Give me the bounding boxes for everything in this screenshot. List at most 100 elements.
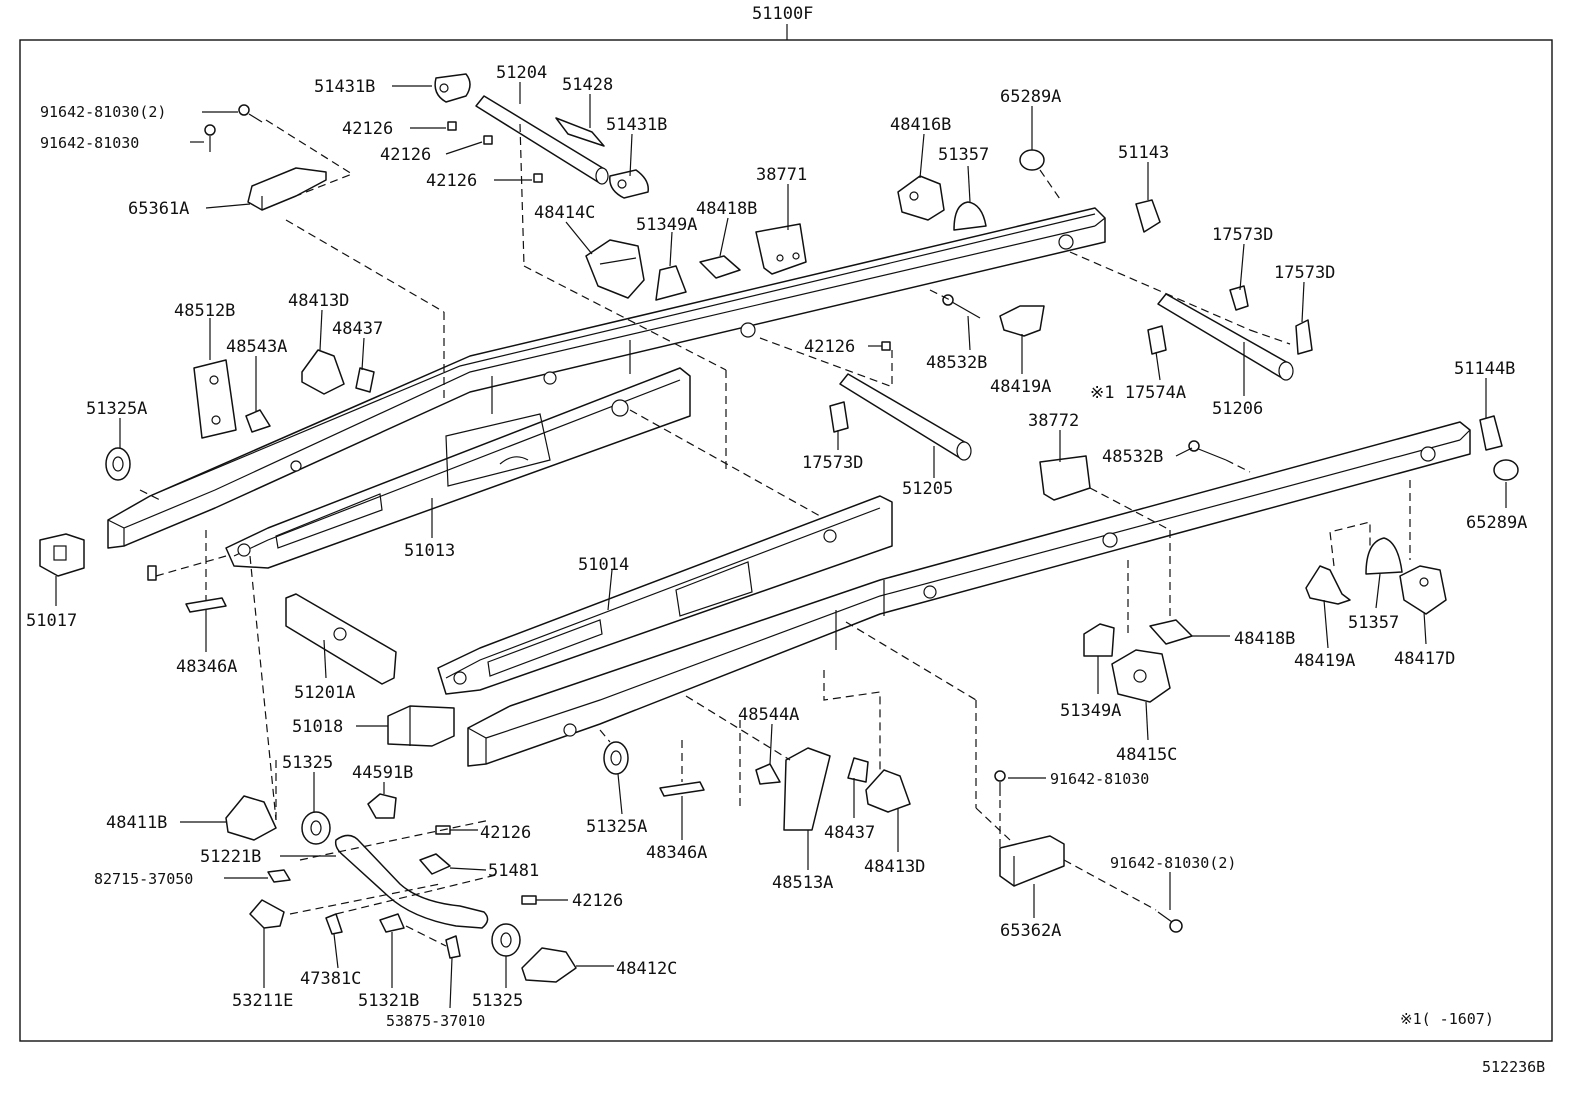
label-53875-37010: 53875-37010 (386, 1012, 485, 1030)
frame-rail-left (107, 207, 1106, 549)
label-51428: 51428 (562, 75, 613, 95)
bolt-91642-81030-a (204, 104, 263, 152)
label-91642-81030-a: 91642-81030 (40, 134, 139, 152)
label-91642-81030-b: 91642-81030 (1050, 770, 1149, 788)
label-48532B-2: 48532B (1102, 447, 1163, 467)
label-51205: 51205 (902, 479, 953, 499)
mount-48416B (897, 175, 945, 221)
label-65362A: 65362A (1000, 921, 1061, 941)
label-38771: 38771 (756, 165, 807, 185)
label-48411B: 48411B (106, 813, 167, 833)
clip-48437-top (355, 367, 375, 393)
diagram-frame (19, 39, 1553, 1042)
clip-82715-37050 (267, 869, 291, 883)
mount-48414C (585, 239, 645, 299)
clip-17574A (1147, 325, 1167, 355)
label-51018: 51018 (292, 717, 343, 737)
leader-lines (55, 82, 1507, 1009)
label-48414C: 48414C (534, 203, 595, 223)
label-65289A-1: 65289A (1000, 87, 1061, 107)
label-51206: 51206 (1212, 399, 1263, 419)
bolt-91642-81030-b (994, 770, 1006, 796)
plate-51357-top (953, 201, 987, 231)
figure-code: 512236B (1482, 1058, 1545, 1076)
label-42126-1: 42126 (342, 119, 393, 139)
bracket-48419A-right (1305, 565, 1351, 605)
label-17573D-1: 17573D (1212, 225, 1273, 245)
pin-48532B-top (942, 294, 981, 319)
label-47381C: 47381C (300, 969, 361, 989)
label-51357-1: 51357 (938, 145, 989, 165)
label-17573D-2: 17573D (1274, 263, 1335, 283)
clip-53875-37010 (445, 935, 461, 959)
clip-48437-lower (847, 757, 869, 783)
clip-48543A (245, 409, 271, 433)
tube-51205 (839, 373, 972, 461)
bracket-65362A (999, 835, 1065, 887)
label-48513A: 48513A (772, 873, 833, 893)
label-48413D-1: 48413D (288, 291, 349, 311)
label-51204: 51204 (496, 63, 547, 83)
label-65289A-2: 65289A (1466, 513, 1527, 533)
label-51221B: 51221B (200, 847, 261, 867)
label-48532B-1: 48532B (926, 353, 987, 373)
bracket-65361A (247, 167, 327, 211)
label-48346A-2: 48346A (646, 843, 707, 863)
mount-48413D-lower (865, 769, 911, 813)
label-51431B-1: 51431B (314, 77, 375, 97)
washer-51325A-left (105, 447, 131, 481)
clip-42126-group-top (447, 121, 543, 183)
label-51481: 51481 (488, 861, 539, 881)
bracket-48513A (783, 747, 831, 831)
label-48346A-1: 48346A (176, 657, 237, 677)
washer-51325A-right (603, 741, 629, 775)
bracket-51428 (555, 117, 605, 147)
clip-51321B (379, 913, 405, 933)
pin-48532B-right (1188, 440, 1227, 461)
bracket-51017 (39, 533, 85, 577)
clip-42126-mid (881, 341, 891, 351)
label-51321B: 51321B (358, 991, 419, 1011)
label-48417D: 48417D (1394, 649, 1455, 669)
clip-48346A-left (185, 597, 227, 613)
label-42126-6: 42126 (572, 891, 623, 911)
clip-47381C (325, 913, 343, 935)
label-51357-2: 51357 (1348, 613, 1399, 633)
tube-51206 (1157, 293, 1294, 381)
label-65361A: 65361A (128, 199, 189, 219)
label-51431B-2: 51431B (606, 115, 667, 135)
label-48437-1: 48437 (332, 319, 383, 339)
label-51349A-2: 51349A (1060, 701, 1121, 721)
label-48543A: 48543A (226, 337, 287, 357)
label-51349A-1: 51349A (636, 215, 697, 235)
tube-51204 (475, 95, 609, 185)
plate-51349A-top (655, 265, 687, 301)
label-51325A-1: 51325A (86, 399, 147, 419)
label-42126-5: 42126 (480, 823, 531, 843)
bracket-48512B (193, 359, 237, 439)
label-48412C: 48412C (616, 959, 677, 979)
bushing-65289A-top (1019, 149, 1045, 171)
mount-48413D-top (301, 349, 345, 395)
bracket-51018 (387, 705, 455, 747)
bracket-51431B-top (434, 73, 471, 103)
assembly-lines (139, 119, 1411, 947)
label-51014: 51014 (578, 555, 629, 575)
label-48419A-2: 48419A (1294, 651, 1355, 671)
bracket-38772 (1039, 455, 1091, 501)
bracket-48419A-top (999, 305, 1045, 337)
label-48419A-1: 48419A (990, 377, 1051, 397)
mount-48417D (1399, 565, 1447, 615)
clip-48346A-lower (659, 781, 705, 797)
bushing-65289A-right (1493, 459, 1519, 481)
label-48437-2: 48437 (824, 823, 875, 843)
label-48413D-2: 48413D (864, 857, 925, 877)
label-48415C: 48415C (1116, 745, 1177, 765)
label-48416B: 48416B (890, 115, 951, 135)
label-17574A: ※1 17574A (1090, 383, 1186, 403)
plate-51349A-right (1083, 623, 1115, 657)
label-48512B: 48512B (174, 301, 235, 321)
washer-51325-left (301, 811, 331, 845)
bracket-51481 (419, 853, 451, 875)
bracket-53211E (249, 899, 285, 929)
